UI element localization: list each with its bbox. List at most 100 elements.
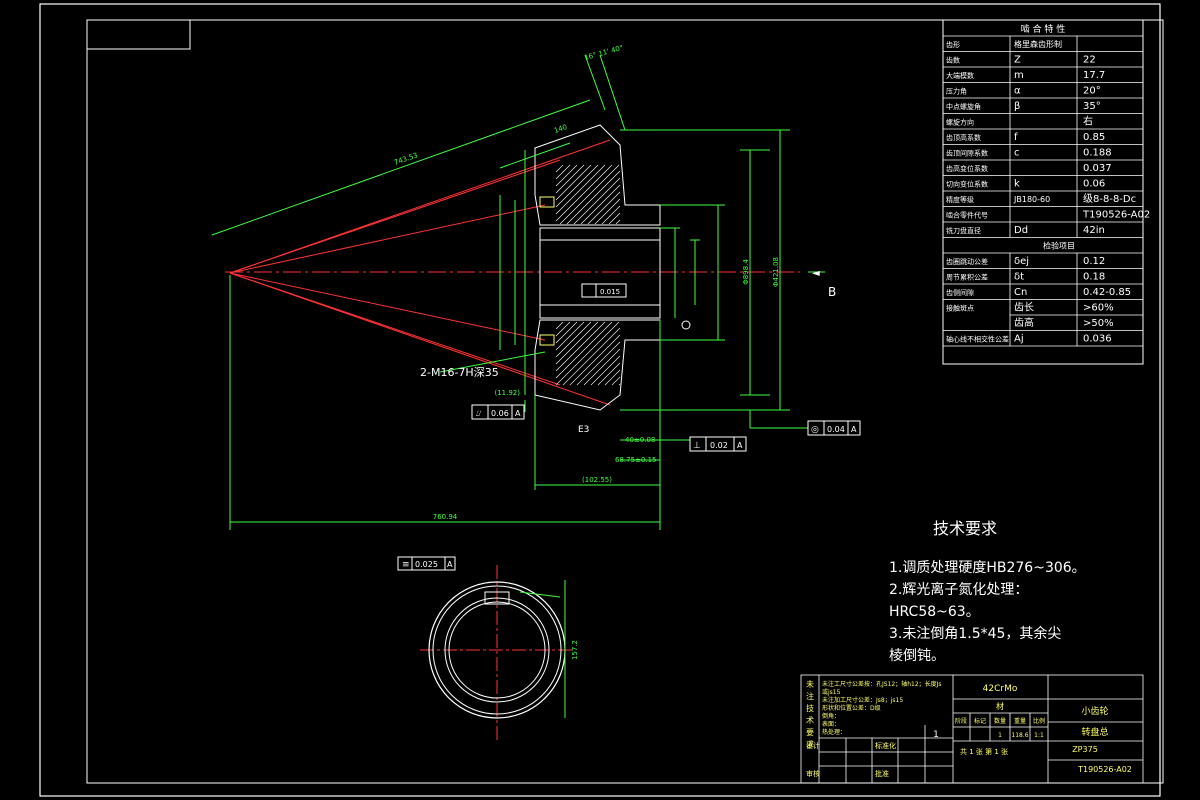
ptable-row-value: 22 <box>1083 55 1096 66</box>
tb-note-3: 形状和位置公差：D级 <box>822 704 881 712</box>
ptable-row-name: 齿高变位系数 <box>946 164 988 173</box>
gdt-3-value: 0.04 <box>827 425 845 434</box>
ptable-row-symbol: α <box>1014 86 1021 97</box>
hatch-line <box>555 321 620 386</box>
tb-note-5: 表面： <box>822 720 840 728</box>
hatch-line <box>587 191 621 225</box>
gear-body-upper <box>534 124 661 226</box>
ptable-check-value: >50% <box>1083 318 1114 329</box>
hatch-line <box>601 205 621 225</box>
ptable-check-name: 周节累积公差 <box>946 273 988 282</box>
hatch-line <box>562 327 621 386</box>
tb-material-label: 材 <box>996 701 1004 711</box>
tb-qty-box: 1 <box>933 730 939 740</box>
threaded-hole-bottom <box>539 334 555 346</box>
ptable-row-symbol: m <box>1014 70 1024 81</box>
cone-line-lower-3 <box>229 272 546 341</box>
gdt-frame-4 <box>397 556 456 571</box>
ptable-check-value: 0.42-0.85 <box>1083 287 1131 298</box>
small-hole-mark <box>681 320 691 330</box>
dim-top-angle: 16° 11' 40" <box>583 44 624 62</box>
ring-inner <box>444 597 550 703</box>
hatch-line <box>555 164 578 187</box>
dim-140: 140 <box>553 123 568 135</box>
ptable-row-symbol: JB180-60 <box>1013 195 1050 204</box>
tb-weight: 118.6 <box>1011 732 1028 739</box>
section-arrow: ◄ <box>812 268 820 279</box>
tb-col-scale: 比例 <box>1033 717 1045 725</box>
ring-leader <box>519 591 561 598</box>
ptable-check-name: 齿圈跳动公差 <box>946 257 988 266</box>
hatch-upper <box>555 164 621 225</box>
gdt-4-value: 0.025 <box>415 560 438 569</box>
ptable-check-name: 接触斑点 <box>946 304 974 313</box>
hatch-line <box>555 321 578 344</box>
hatch-line <box>604 369 621 386</box>
cone-line-upper-3 <box>229 204 546 274</box>
hatch-line <box>583 348 621 386</box>
ptable-row-value: 0.85 <box>1083 132 1105 143</box>
ptable-row-symbol: 格里森齿形制 <box>1014 39 1062 49</box>
hatch-line <box>555 164 585 194</box>
tb-material: 42CrMo <box>983 684 1018 694</box>
gdt-1-symbol: ⌰ <box>476 409 482 418</box>
dim-102: (102.55) <box>582 476 612 484</box>
tb-part-name: 小齿轮 <box>1081 705 1108 717</box>
hatch-line <box>555 164 606 215</box>
tb-note-6: 热处理： <box>822 728 846 736</box>
ring-end-view: 0.025 A ≡ 157.2 <box>397 556 579 740</box>
ptable-row-symbol: c <box>1014 148 1020 159</box>
ptable-row-name: 齿数 <box>946 56 960 65</box>
ptable-check-symbol: Aj <box>1014 334 1024 345</box>
gdt-frame-1 <box>471 404 525 420</box>
dim-11: (11.92) <box>494 389 520 397</box>
hatch-lower <box>555 321 621 386</box>
ptable-row-name: 中点螺旋角 <box>946 102 981 111</box>
tb-note-1: 或js15 <box>822 688 841 696</box>
gdt-2-value: 0.02 <box>710 441 728 450</box>
gdt-4-datum: A <box>447 560 453 569</box>
hatch-line <box>576 341 621 386</box>
tech-req-line-5: 棱倒钝。 <box>889 648 945 664</box>
title-block <box>800 674 1144 784</box>
gdt-2-datum: A <box>737 441 743 450</box>
ptable-row-value: 0.06 <box>1083 179 1105 190</box>
technical-requirements: 技术要求 1.调质处理硬度HB276~306。 2.辉光离子氮化处理： HRC5… <box>889 519 1086 664</box>
dim-ring: Φ421.08 <box>772 257 780 287</box>
gdt-frame-2 <box>689 436 747 452</box>
tb-row-design: 设计 <box>806 741 820 750</box>
ptable-row-name: 铣刀盘直径 <box>946 226 981 235</box>
ptable-check-symbol: 齿高 <box>1014 316 1034 329</box>
hatch-line <box>555 321 606 372</box>
ptable-check-symbol: 齿长 <box>1014 302 1034 314</box>
ptable-row-value: 右 <box>1083 115 1093 128</box>
ptable-check-value: 0.12 <box>1083 256 1105 267</box>
ptable-check-value: >60% <box>1083 303 1114 314</box>
hole-label: 2-M16-7H深35 <box>420 366 499 379</box>
hatch-line <box>555 321 571 337</box>
gdt-1-value: 0.06 <box>491 409 509 418</box>
hatch-line <box>566 170 621 225</box>
hatch-line <box>555 321 592 358</box>
gdt-2-symbol: ⊥ <box>693 441 701 451</box>
gdt-4-symbol: ≡ <box>402 560 410 570</box>
tb-row-approve: 批准 <box>875 769 889 778</box>
cone-line-lower-2 <box>229 272 561 386</box>
bore <box>539 227 661 319</box>
tb-side-label: 未注技术要求 <box>806 679 815 752</box>
ptable-check-name: 轴心线不相交性公差 <box>946 335 1009 344</box>
ptable-check-name: 齿侧间隙 <box>946 288 974 297</box>
ptable-row-name: 大端模数 <box>946 71 974 80</box>
ptable-row-name: 齿顶高系数 <box>946 133 981 142</box>
tb-row-review: 审核 <box>806 769 820 778</box>
tb-code1: ZP375 <box>1072 745 1098 754</box>
ptable-check-title: 检验项目 <box>1043 241 1075 251</box>
hatch-line <box>611 376 621 386</box>
ptable-check-value: 0.18 <box>1083 272 1105 283</box>
parameter-table-title: 啮 合 特 性 <box>1021 23 1066 35</box>
corner-label-box <box>86 19 191 50</box>
ptable-row-name: 齿顶间隙系数 <box>946 149 988 158</box>
ptable-row-name: 压力角 <box>946 87 967 96</box>
ptable-row-value: 0.188 <box>1083 148 1112 159</box>
